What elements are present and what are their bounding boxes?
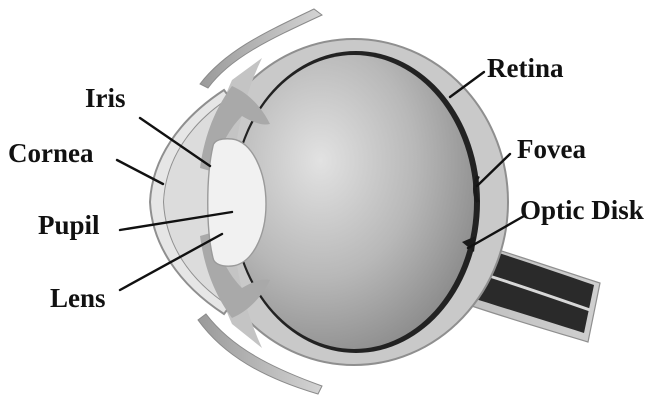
label-pupil: Pupil	[38, 210, 100, 240]
label-optic-disk: Optic Disk	[520, 195, 644, 225]
label-cornea: Cornea	[8, 138, 94, 168]
vitreous-body	[234, 55, 474, 349]
label-retina: Retina	[487, 53, 564, 83]
label-lens: Lens	[50, 283, 106, 313]
label-iris: Iris	[85, 83, 126, 113]
label-fovea: Fovea	[517, 134, 586, 164]
